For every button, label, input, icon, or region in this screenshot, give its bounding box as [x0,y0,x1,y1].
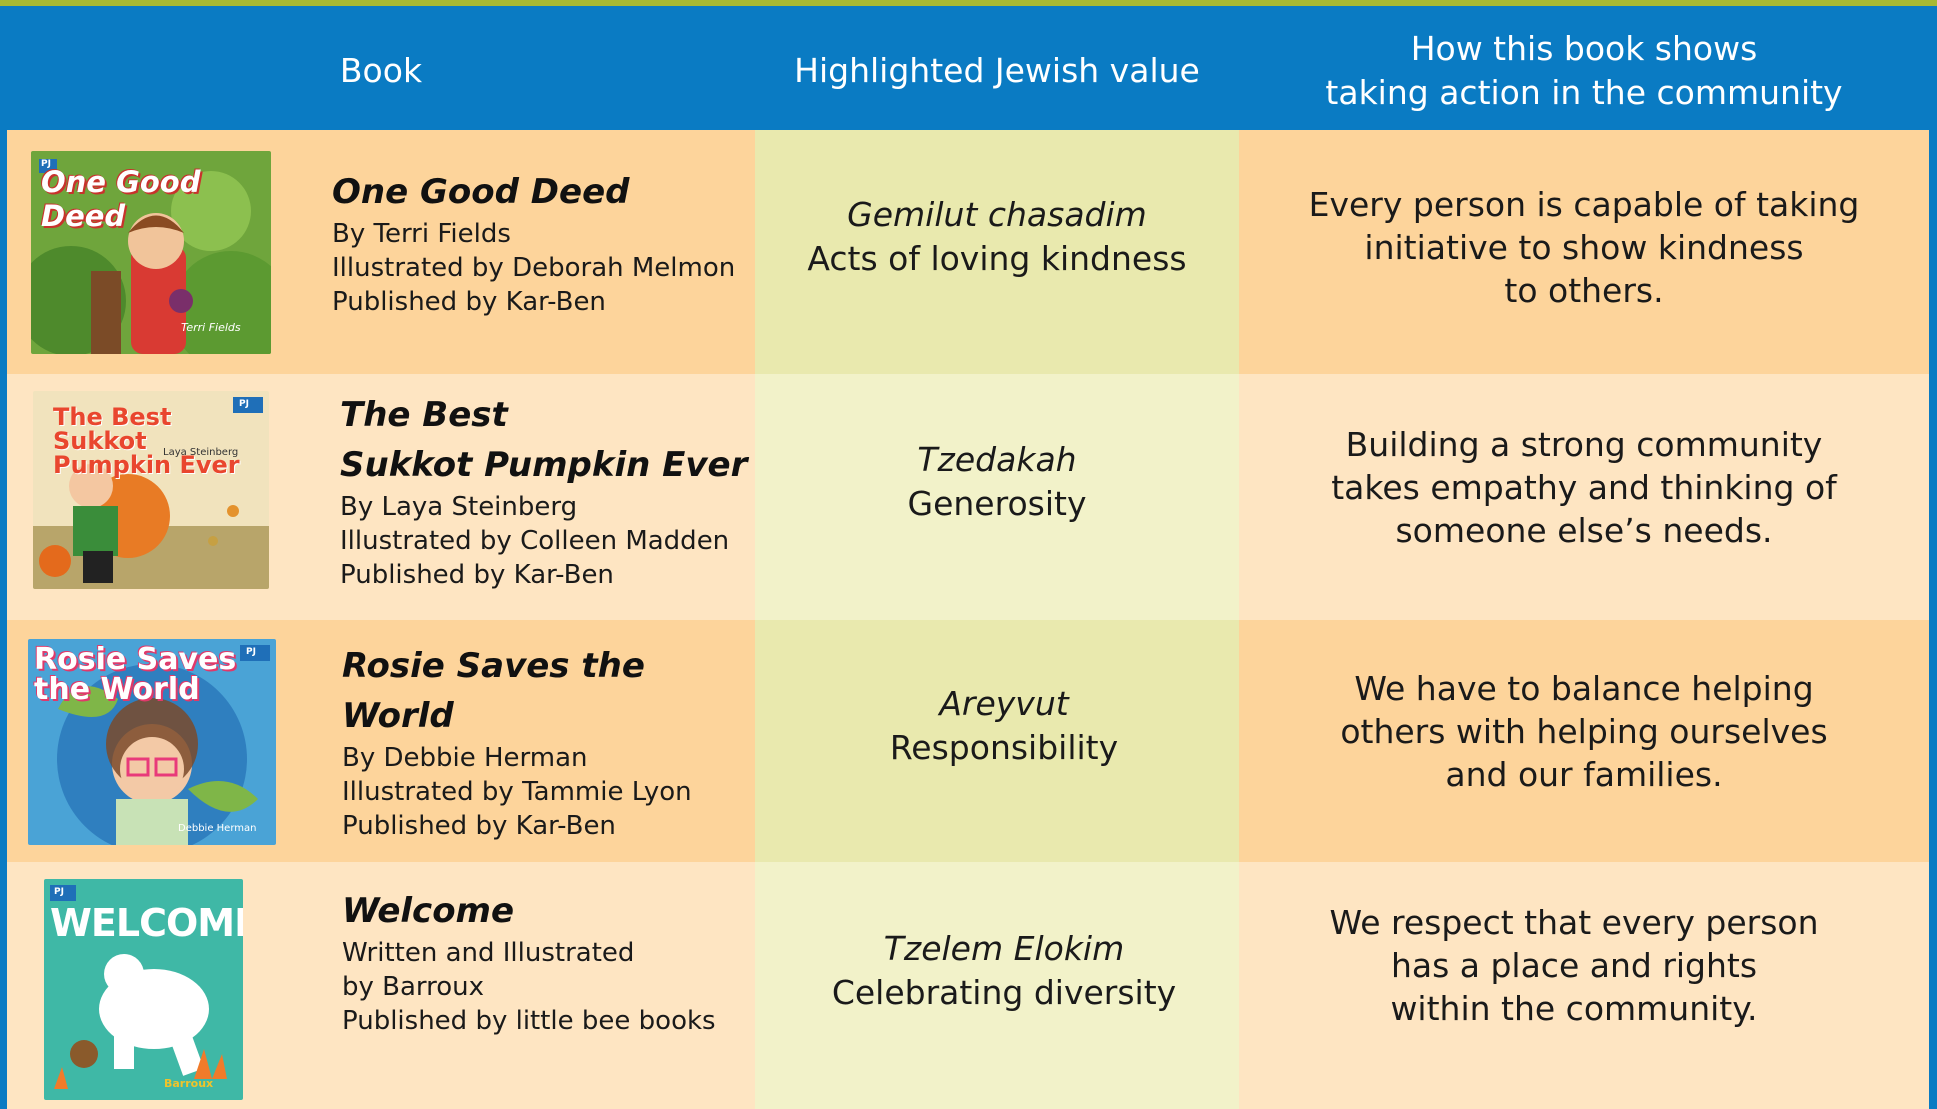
book-illustrator: by Barroux [342,972,485,1002]
table-row: One Good Deed PJ Terri Fields One Good D… [7,130,1929,374]
book-publisher: Published by little bee books [342,1006,716,1036]
book-cover-credits: Barroux [164,1077,214,1090]
description-line: We have to balance helping [1354,668,1814,708]
book-info: Welcome Written and Illustrated by Barro… [342,886,716,1038]
value-cell: Gemilut chasadim Acts of loving kindness [755,130,1239,374]
value-hebrew: Tzelem Elokim [883,928,1125,968]
description-line: has a place and rights [1390,946,1758,985]
book-cover-title: One Good Deed [41,165,201,233]
book-author: Written and Illustrated [342,938,635,968]
header-how-line2: taking action in the community [1325,73,1843,112]
book-publisher: Published by Kar-Ben [332,287,606,317]
value-english: Responsibility [889,728,1119,767]
book-title: Welcome [342,891,515,931]
description-line: within the community. [1390,989,1758,1028]
value-english: Generosity [907,484,1087,523]
table-row: WELCOME PJ Barroux Welcome Written and I… [7,862,1929,1109]
header-how: How this book shows taking action in the… [1239,12,1929,130]
pj-library-badge: PJ [54,887,64,897]
header-how-line1: How this book shows [1410,29,1758,68]
description-cell: Building a strong community takes empath… [1239,374,1929,620]
book-title-line2: Sukkot Pumpkin Ever [340,445,748,485]
table-header: Book Highlighted Jewish value How this b… [7,12,1929,130]
header-book: Book [7,12,755,130]
book-illustrator: Illustrated by Tammie Lyon [342,777,692,807]
pj-library-badge: PJ [41,159,51,169]
book-cover-credits: Laya Steinberg [163,447,239,458]
description-cell: We have to balance helping others with h… [1239,620,1929,862]
pj-library-badge: PJ [239,399,249,409]
book-illustrator: Illustrated by Colleen Madden [340,526,730,556]
book-cell: The Best Sukkot Pumpkin Ever PJ Laya Ste… [7,374,755,620]
book-cover-credits: Debbie Herman [178,823,257,834]
description-line: to others. [1504,270,1664,310]
value-english: Celebrating diversity [831,972,1177,1012]
book-author: By Laya Steinberg [340,492,578,522]
value-hebrew: Gemilut chasadim [847,195,1147,234]
description-line: takes empathy and thinking of [1331,467,1837,507]
book-cover-title: The Best Sukkot Pumpkin Ever [53,403,240,479]
header-book-label: Book [339,51,423,90]
book-cover-title: Rosie Saves the World [34,642,237,707]
header-value: Highlighted Jewish value [755,12,1239,130]
description-line: We respect that every person [1329,903,1819,942]
book-title: One Good Deed [332,172,630,212]
book-publisher: Published by Kar-Ben [340,560,614,590]
book-info: One Good Deed By Terri Fields Illustrate… [332,167,735,319]
book-cell: WELCOME PJ Barroux Welcome Written and I… [7,862,755,1109]
description-line: and our families. [1445,754,1723,794]
book-cell: Rosie Saves the World PJ Debbie Herman R… [7,620,755,862]
book-info: Rosie Saves the World By Debbie Herman I… [342,641,755,843]
description-line: Building a strong community [1345,424,1823,464]
description-line: Every person is capable of taking [1308,184,1860,224]
book-cover: One Good Deed PJ Terri Fields [31,151,271,354]
book-cover-title: WELCOME [50,901,243,945]
books-table: Book Highlighted Jewish value How this b… [7,12,1929,1109]
book-publisher: Published by Kar-Ben [342,811,616,841]
book-cell: One Good Deed PJ Terri Fields One Good D… [7,130,755,374]
book-info: The Best Sukkot Pumpkin Ever By Laya Ste… [340,390,747,592]
value-english: Acts of loving kindness [807,239,1187,278]
book-cover: WELCOME PJ Barroux [44,879,243,1100]
pj-library-badge: PJ [246,647,256,657]
description-line: someone else’s needs. [1395,510,1773,550]
book-title: The Best [340,395,508,435]
table-row: The Best Sukkot Pumpkin Ever PJ Laya Ste… [7,374,1929,620]
value-cell: Tzelem Elokim Celebrating diversity [755,862,1239,1109]
book-title: Rosie Saves the World [342,646,645,736]
description-cell: Every person is capable of taking initia… [1239,130,1929,374]
value-cell: Tzedakah Generosity [755,374,1239,620]
value-hebrew: Tzedakah [917,440,1077,479]
book-cover: The Best Sukkot Pumpkin Ever PJ Laya Ste… [33,391,269,589]
book-illustrator: Illustrated by Deborah Melmon [332,253,736,283]
description-line: initiative to show kindness [1364,227,1804,267]
book-cover: Rosie Saves the World PJ Debbie Herman [28,639,276,845]
header-value-label: Highlighted Jewish value [794,51,1200,90]
value-hebrew: Areyvut [939,684,1069,723]
book-cover-credits: Terri Fields [181,321,241,334]
value-cell: Areyvut Responsibility [755,620,1239,862]
book-author: By Terri Fields [332,219,511,249]
table-row: Rosie Saves the World PJ Debbie Herman R… [7,620,1929,862]
book-author: By Debbie Herman [342,743,588,773]
description-cell: We respect that every person has a place… [1239,862,1929,1109]
description-line: others with helping ourselves [1340,711,1828,751]
